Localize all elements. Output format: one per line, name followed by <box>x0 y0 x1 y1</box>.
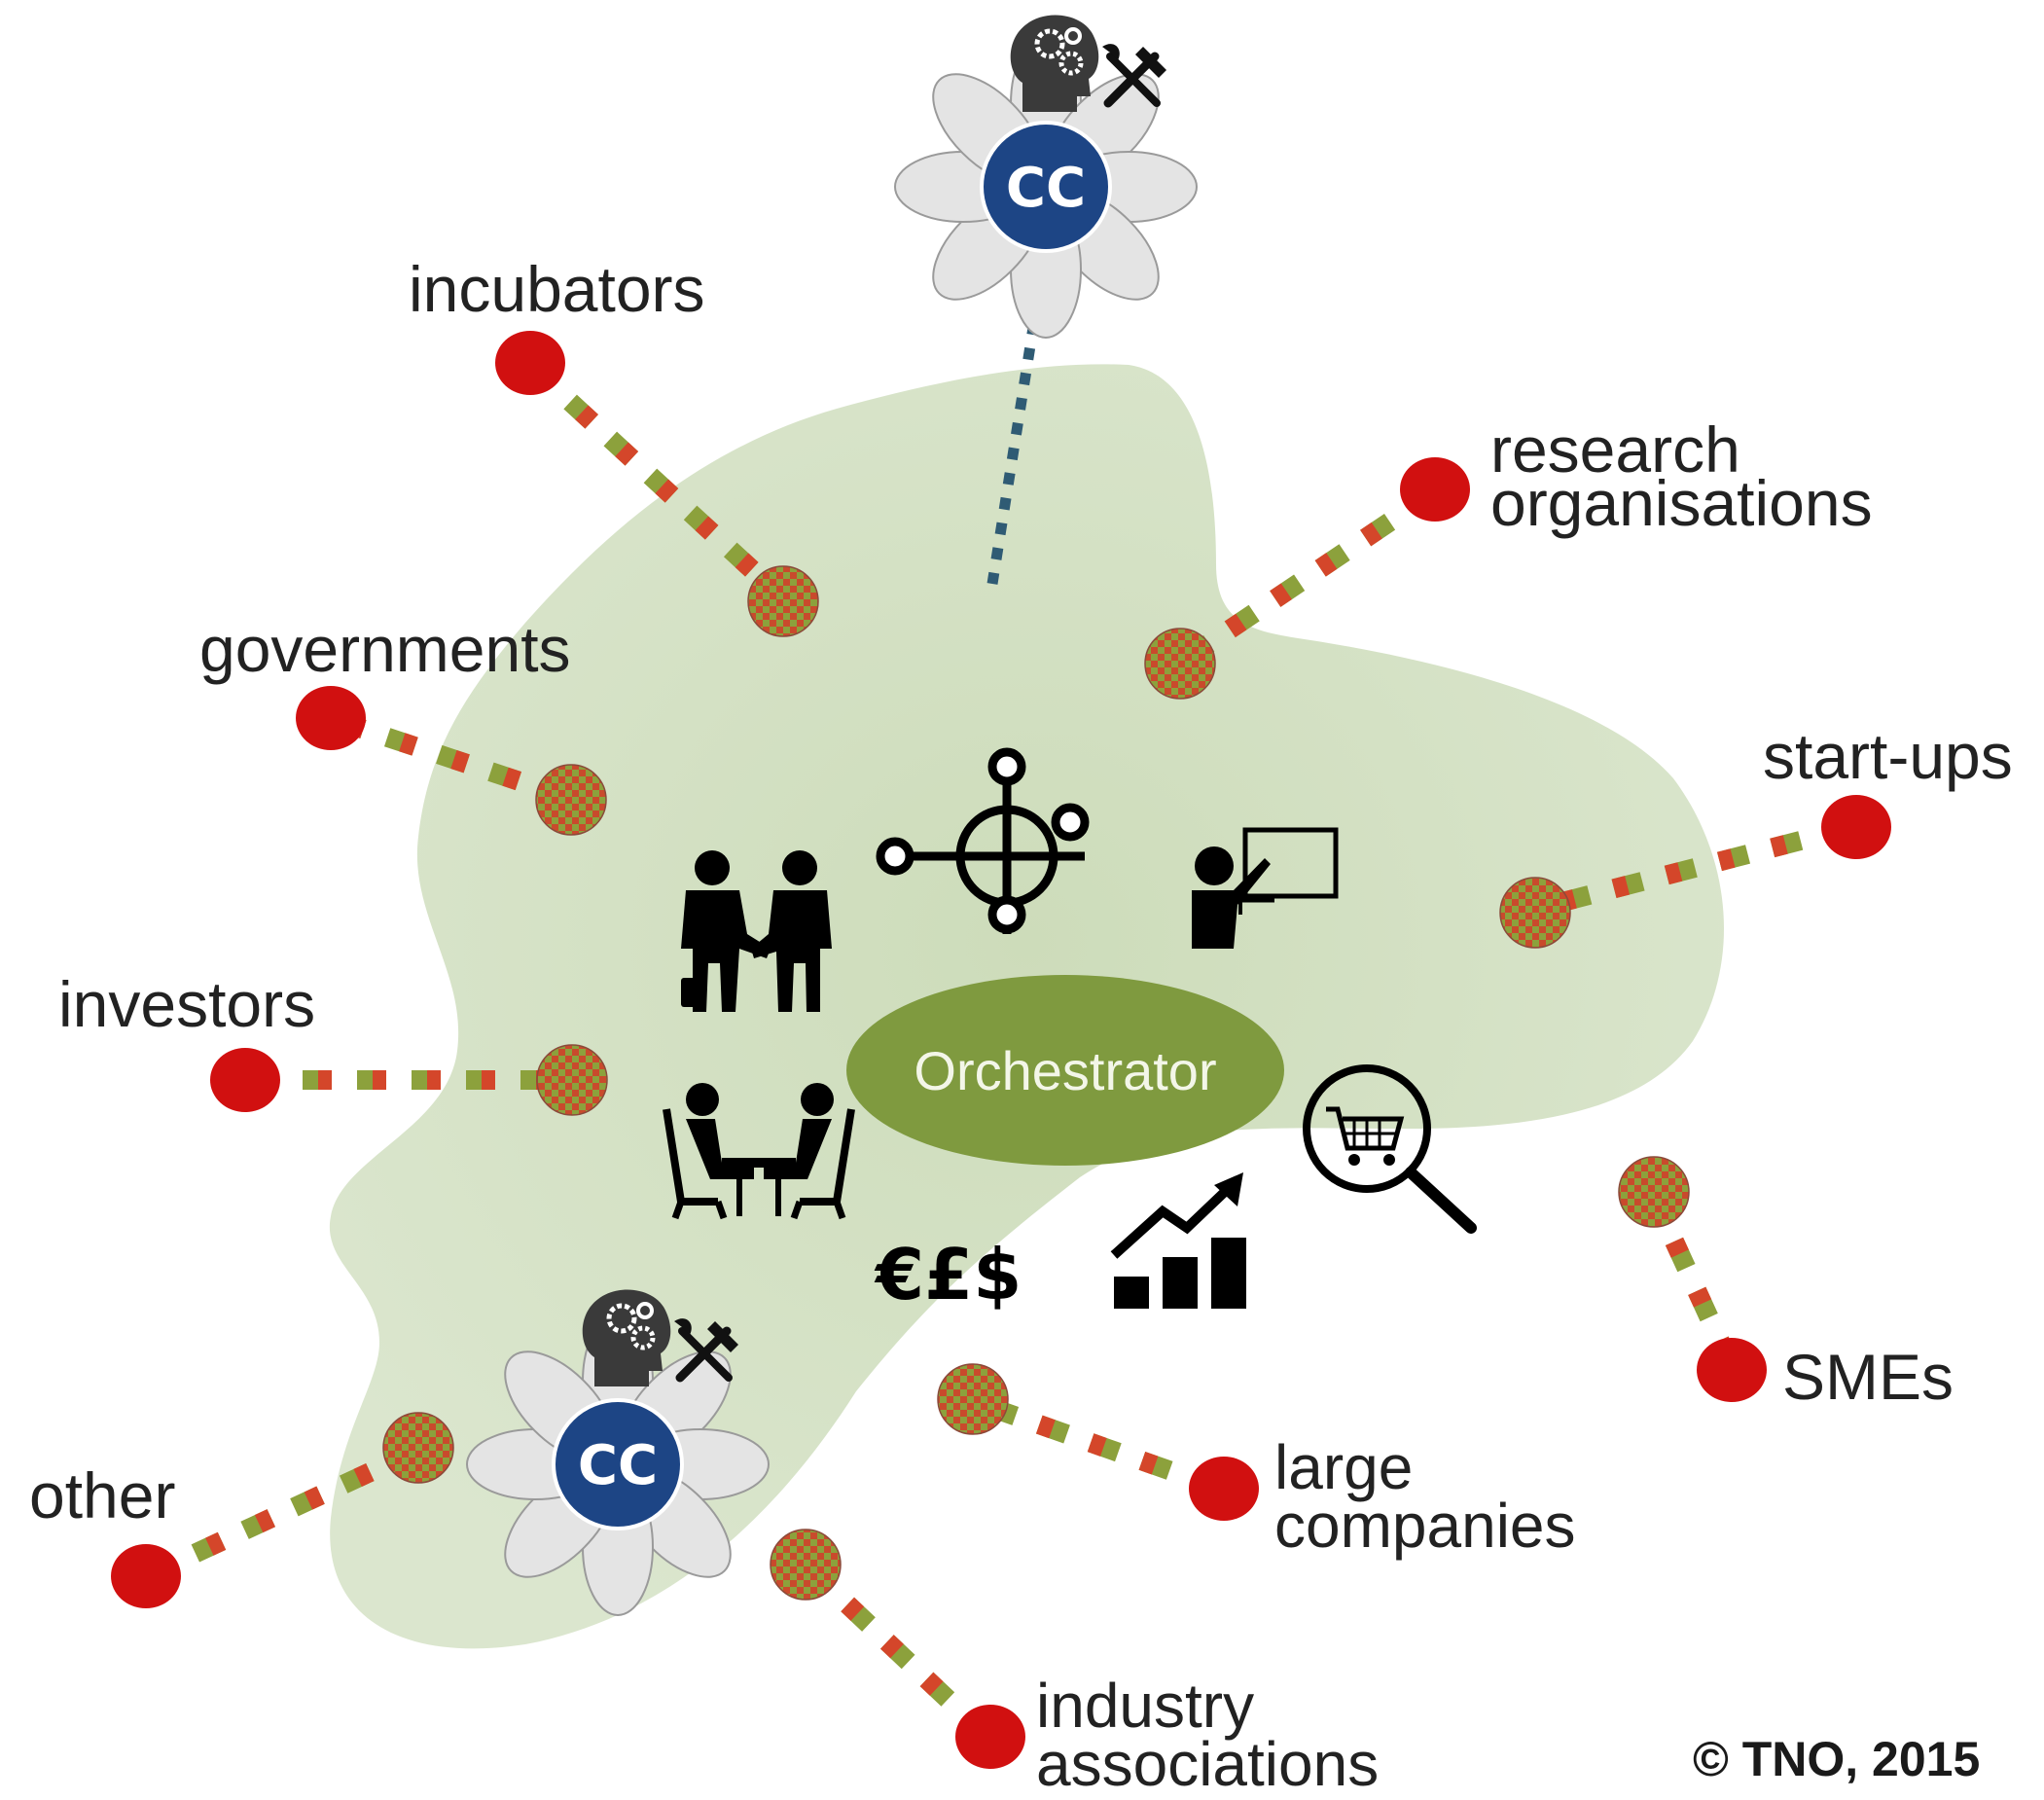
line-start-ups <box>1529 817 1856 919</box>
cc-label-top: CC <box>1006 157 1086 220</box>
inner-nodes <box>382 565 1690 1601</box>
node-governments <box>296 686 366 750</box>
shopping-search-icon <box>1303 1064 1477 1234</box>
orchestrator: Orchestrator <box>846 975 1284 1166</box>
label-large-line2: companies <box>1274 1491 1576 1561</box>
network-hub-icon <box>876 747 1090 934</box>
line-incubators <box>523 357 790 606</box>
label-governments: governments <box>199 613 571 685</box>
stakeholder-labels: incubators governments investors other r… <box>29 253 2013 1799</box>
cc-badge-top: CC <box>894 35 1198 339</box>
orchestrator-label: Orchestrator <box>914 1040 1216 1101</box>
stakeholder-nodes <box>111 331 1891 1769</box>
label-other: other <box>29 1459 175 1531</box>
label-research-line1: research <box>1490 414 1740 486</box>
inner-node-industry <box>770 1529 842 1601</box>
handshake-icon <box>681 850 832 1012</box>
cc-badge-bottom: CC <box>466 1313 770 1616</box>
label-smes: SMEs <box>1782 1341 1954 1413</box>
label-start-ups: start-ups <box>1763 720 2013 792</box>
label-investors: investors <box>58 968 315 1040</box>
line-industry-associations <box>801 1559 994 1745</box>
label-industry-line2: associations <box>1036 1729 1379 1799</box>
label-incubators: incubators <box>409 253 705 325</box>
inner-node-other <box>382 1412 454 1484</box>
growth-chart-icon <box>1110 1172 1246 1309</box>
line-governments <box>332 710 573 808</box>
presenter-icon <box>1192 827 1339 949</box>
node-other <box>111 1544 181 1608</box>
connection-lines <box>141 357 1856 1745</box>
line-large-companies <box>969 1391 1225 1498</box>
node-smes <box>1697 1338 1767 1402</box>
label-research-line2: organisations <box>1490 467 1873 539</box>
copyright-notice: © TNO, 2015 <box>1693 1732 1980 1786</box>
inner-node-smes <box>1618 1156 1690 1228</box>
node-large-companies <box>1189 1457 1259 1521</box>
node-research <box>1400 457 1470 522</box>
inner-node-incubators <box>747 565 819 637</box>
node-incubators <box>495 331 565 395</box>
currency-icon: €£$ <box>874 1234 1022 1315</box>
label-large-line1: large <box>1274 1432 1413 1502</box>
inner-node-start-ups <box>1499 877 1571 949</box>
inner-node-large-companies <box>937 1363 1009 1435</box>
label-industry-line1: industry <box>1036 1671 1254 1741</box>
inner-node-governments <box>535 764 607 836</box>
inner-node-investors <box>536 1044 608 1116</box>
inner-node-research <box>1144 628 1216 700</box>
node-start-ups <box>1821 795 1891 859</box>
meeting-table-icon <box>663 1083 855 1220</box>
node-investors <box>210 1048 280 1112</box>
node-industry <box>955 1705 1025 1769</box>
cc-label-bottom: CC <box>578 1434 658 1497</box>
